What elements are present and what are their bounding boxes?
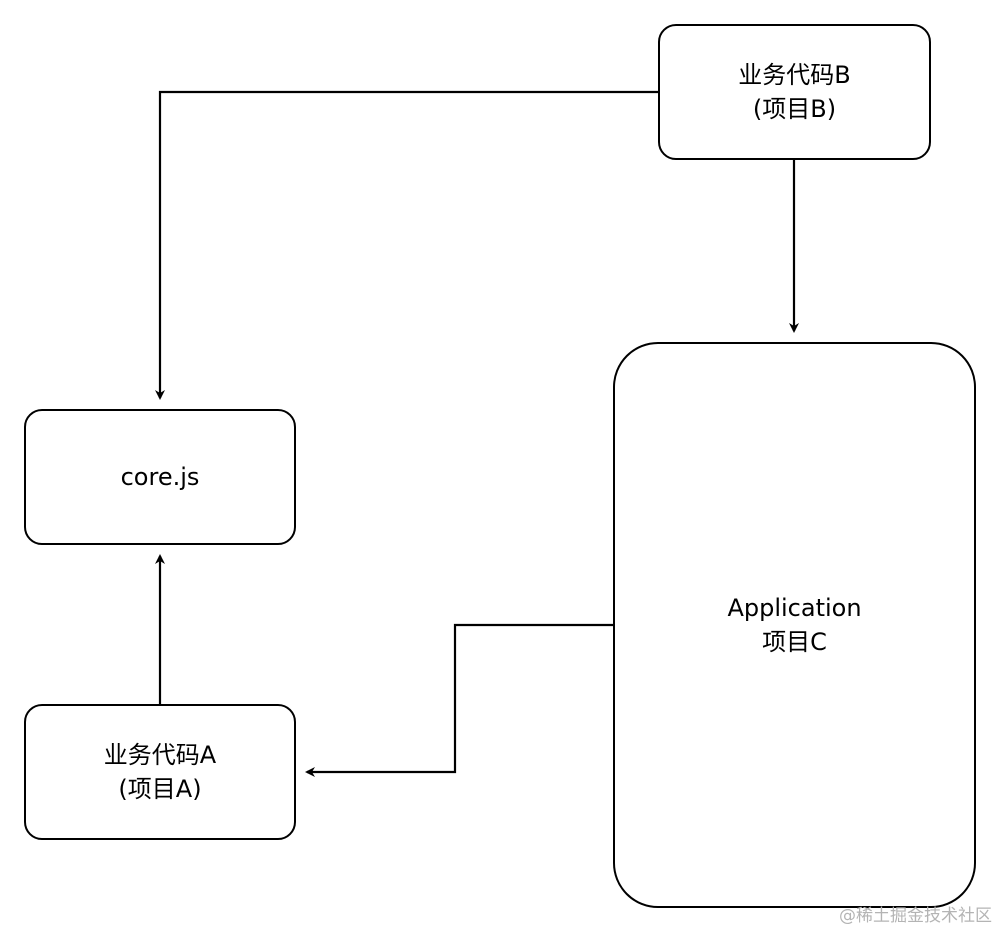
node-business-code-b: 业务代码B (项目B): [658, 24, 931, 160]
node-application-title: Application: [727, 594, 862, 622]
node-business-code-a-title: 业务代码A: [103, 741, 217, 769]
node-business-code-b-subtitle: (项目B): [752, 95, 837, 123]
edge-application-to-a: [305, 623, 613, 777]
node-business-code-a: 业务代码A (项目A): [24, 704, 296, 840]
node-application-subtitle: 项目C: [762, 628, 827, 656]
node-core-js: core.js: [24, 409, 296, 545]
edge-b-to-core: [155, 90, 658, 400]
node-business-code-b-title: 业务代码B: [738, 61, 851, 89]
watermark: @稀土掘金技术社区: [839, 906, 992, 926]
node-application: Application 项目C: [613, 342, 976, 908]
node-core-js-label: core.js: [120, 463, 200, 491]
node-business-code-a-subtitle: (项目A): [118, 775, 202, 803]
